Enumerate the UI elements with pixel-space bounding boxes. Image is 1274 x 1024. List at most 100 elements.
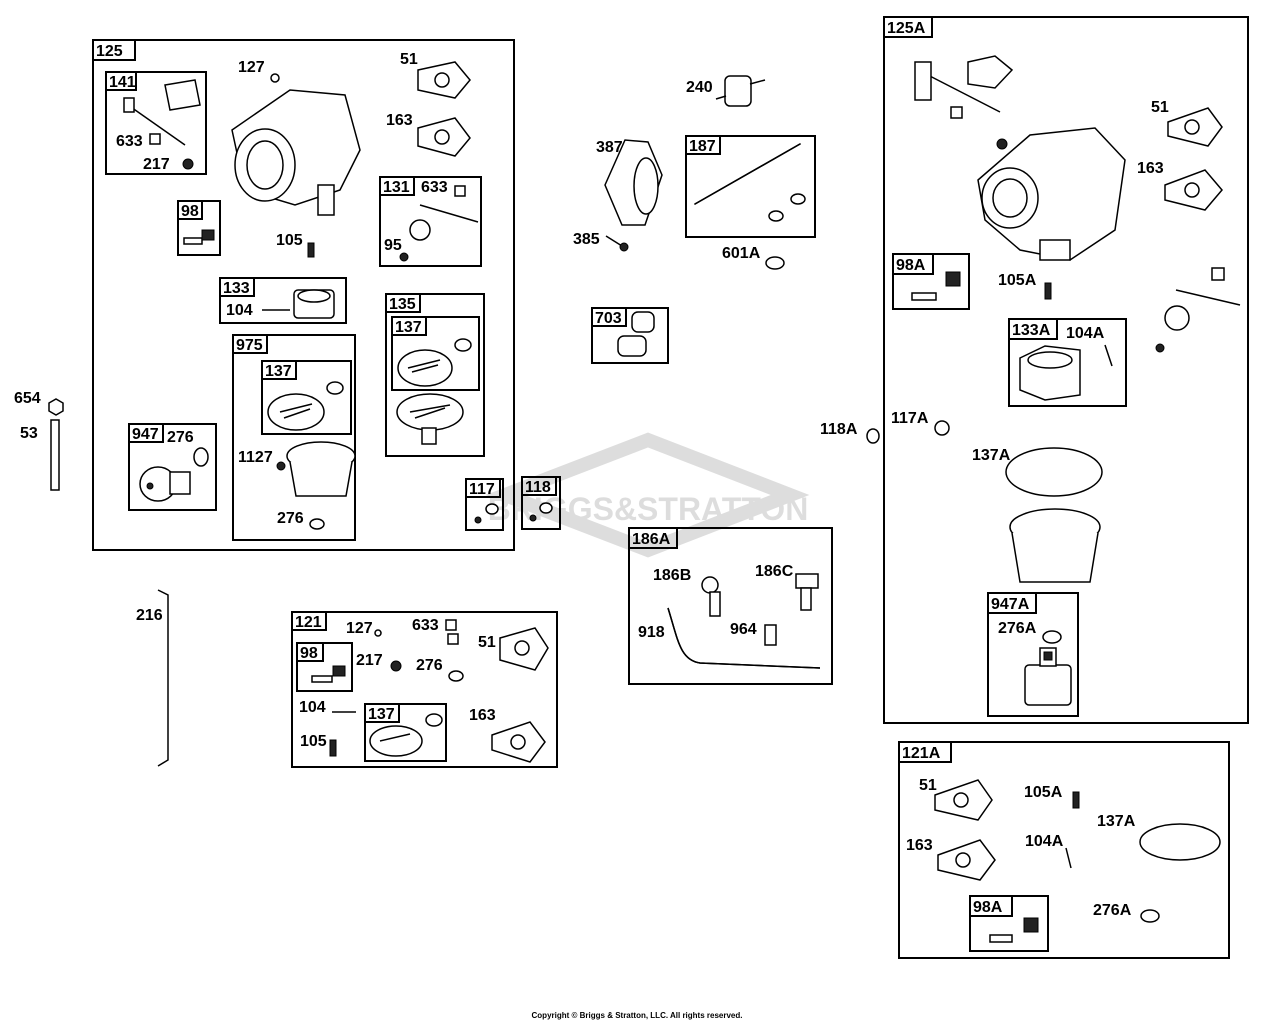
group-tag-121-text: 121 <box>295 614 322 631</box>
group-tag-947A <box>987 592 1037 614</box>
group-box-947 <box>128 423 217 511</box>
gasket-51-icon <box>417 61 471 99</box>
bowl-assembly-icon <box>396 393 464 445</box>
label-163c: 163 <box>1137 160 1164 177</box>
bushing-125A-icon <box>950 106 963 119</box>
group-tag-137a-text: 137 <box>395 319 422 336</box>
screw-95-icon <box>399 252 409 262</box>
label-276Ab: 276A <box>1093 902 1132 919</box>
group-box-141 <box>105 71 207 175</box>
group-tag-137a <box>391 316 427 336</box>
gasket-163-icon <box>417 117 471 157</box>
label-186C: 186C <box>755 563 794 580</box>
group-tag-141 <box>105 71 137 91</box>
clip-703b-icon <box>617 335 647 357</box>
label-104A: 104A <box>1066 325 1105 342</box>
jet-117A-icon <box>934 420 950 436</box>
label-105Ab: 105A <box>1024 784 1063 801</box>
group-tag-125A-text: 125A <box>887 20 926 37</box>
spring-217b-icon <box>390 660 402 672</box>
jet-117-icon <box>474 503 499 524</box>
o-ring-276b-icon <box>309 518 325 530</box>
group-box-133A <box>1008 318 1127 407</box>
o-ring-127b-icon <box>374 629 382 637</box>
group-tag-186A-text: 186A <box>632 531 671 548</box>
label-104: 104 <box>226 302 253 319</box>
group-tag-98b <box>296 642 324 662</box>
fitting-186C-icon <box>795 573 819 611</box>
throttle-shaft-125A-icon <box>914 55 1014 113</box>
group-tag-98A <box>892 253 934 275</box>
screw-spring-98A-icon <box>911 271 961 301</box>
label-105: 105 <box>276 232 303 249</box>
label-240: 240 <box>686 79 713 96</box>
throttle-shaft-icon <box>123 79 201 146</box>
gasket-kit-137b-icon <box>267 381 344 431</box>
group-tag-121A-text: 121A <box>902 745 941 762</box>
group-tag-137b-text: 137 <box>265 363 292 380</box>
label-163b: 163 <box>469 707 496 724</box>
label-276: 276 <box>167 429 194 446</box>
group-box-135 <box>385 293 485 457</box>
label-51d: 51 <box>919 777 937 794</box>
label-276b: 276 <box>277 510 304 527</box>
group-tag-131-text: 131 <box>383 179 410 196</box>
o-ring-276-icon <box>193 447 209 467</box>
clamp-187a-icon <box>790 193 806 205</box>
label-276c: 276 <box>416 657 443 674</box>
elbow-186B-icon <box>701 576 721 617</box>
gasket-51d-icon <box>934 779 993 821</box>
label-95: 95 <box>384 237 402 254</box>
group-tag-187 <box>685 135 721 155</box>
float-133A-icon <box>1019 345 1081 401</box>
group-tag-135-text: 135 <box>389 296 416 313</box>
label-104Ab: 104A <box>1025 833 1064 850</box>
label-118A: 118A <box>820 421 858 438</box>
label-117A: 117A <box>891 410 929 427</box>
group-tag-187-text: 187 <box>689 138 716 155</box>
o-ring-127-icon <box>270 73 280 83</box>
label-387: 387 <box>596 139 623 156</box>
group-tag-975 <box>232 334 268 354</box>
label-654: 654 <box>14 390 41 407</box>
group-tag-186A <box>628 527 678 549</box>
gasket-kit-137-icon <box>397 338 472 387</box>
group-tag-137b <box>261 360 297 380</box>
label-217b: 217 <box>356 652 383 669</box>
group-tag-947-text: 947 <box>132 426 159 443</box>
carburetor-125A-icon <box>977 127 1126 261</box>
group-tag-141-text: 141 <box>109 74 136 91</box>
gasket-51b-icon <box>499 627 549 671</box>
group-tag-703-text: 703 <box>595 310 622 327</box>
label-105A: 105A <box>998 272 1037 289</box>
watermark-text: BRIGGS&STRATTON <box>488 491 809 527</box>
screw-spring-98-icon <box>183 229 215 245</box>
group-box-133 <box>219 277 347 324</box>
carburetor-body-icon <box>231 89 361 216</box>
group-tag-121 <box>291 611 327 631</box>
group-tag-133 <box>219 277 255 297</box>
label-127b: 127 <box>346 620 373 637</box>
group-box-137c <box>364 703 447 762</box>
group-tag-117 <box>465 478 501 498</box>
label-276A: 276A <box>998 620 1037 637</box>
sleeve-964-icon <box>764 624 777 646</box>
label-53: 53 <box>20 425 38 442</box>
fuel-solenoid-947A-icon <box>1024 647 1072 706</box>
gasket-163d-icon <box>937 839 996 881</box>
group-tag-125 <box>92 39 136 61</box>
label-601A: 601A <box>722 245 761 262</box>
group-tag-98A-text: 98A <box>896 257 926 274</box>
jet-118A-icon <box>866 428 880 444</box>
group-box-703 <box>591 307 669 364</box>
screw-spring-98Ab-icon <box>989 917 1039 943</box>
label-163d: 163 <box>906 837 933 854</box>
group-tag-131 <box>379 176 415 196</box>
gasket-163b-icon <box>491 721 546 763</box>
group-tag-975-text: 975 <box>236 337 263 354</box>
group-tag-133A <box>1008 318 1058 340</box>
label-633b: 633 <box>421 179 448 196</box>
group-tag-125A <box>883 16 933 38</box>
label-964: 964 <box>730 621 757 638</box>
